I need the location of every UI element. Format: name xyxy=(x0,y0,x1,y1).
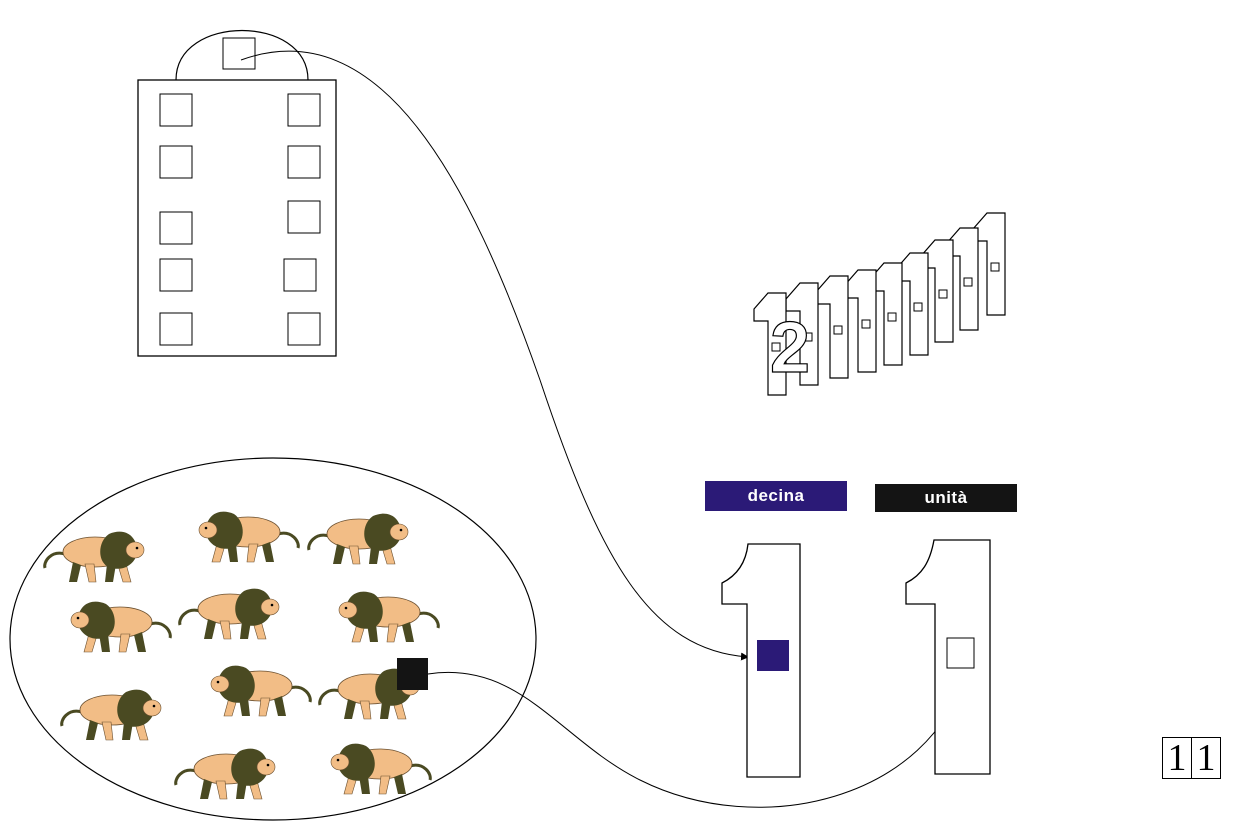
lion-group xyxy=(9,457,537,821)
sticker-square xyxy=(159,211,193,245)
sticker-square xyxy=(159,145,193,179)
label-tens: decina xyxy=(705,481,847,511)
sheet-handle-arc xyxy=(175,30,309,81)
sticker-square xyxy=(159,312,193,346)
sticker-square xyxy=(287,145,321,179)
connector-lion-to-units xyxy=(427,669,969,808)
sticker-sheet xyxy=(137,30,337,357)
sticker-square xyxy=(287,93,321,127)
units-digit-outline xyxy=(905,539,991,775)
digit-stack-label-2: 2 xyxy=(770,308,810,388)
unit-lion-marker xyxy=(397,658,428,690)
sticker-square xyxy=(287,200,321,234)
selected-sticker-square xyxy=(222,37,256,70)
digit-stack: 2 xyxy=(753,212,1006,396)
tens-digit-outline xyxy=(721,543,801,778)
tens-marker-square xyxy=(757,640,789,671)
sticker-square xyxy=(159,258,193,292)
units-marker-square xyxy=(946,637,975,669)
result-tens-digit: 1 xyxy=(1162,737,1192,779)
connector-sticker-to-tens xyxy=(240,50,749,661)
sticker-square xyxy=(287,312,321,346)
sticker-square xyxy=(283,258,317,292)
sticker-square xyxy=(159,93,193,127)
label-units: unità xyxy=(875,484,1017,512)
result-units-digit: 1 xyxy=(1191,737,1221,779)
